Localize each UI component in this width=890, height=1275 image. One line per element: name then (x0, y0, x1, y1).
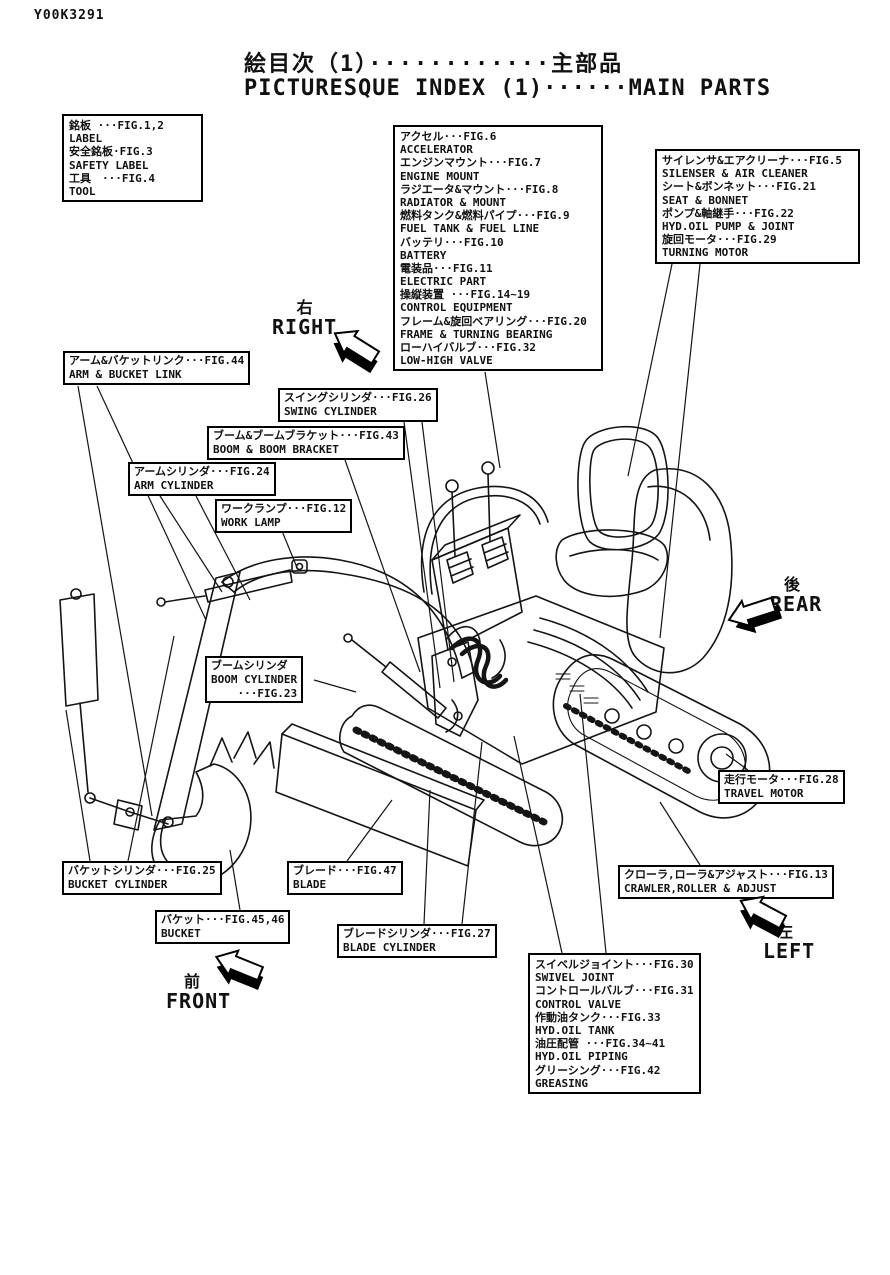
rear-direction-arrow-icon (727, 596, 783, 634)
front-direction-arrow-icon (214, 949, 265, 990)
right-direction-arrow-icon (333, 329, 381, 374)
arm-cylinder (156, 569, 293, 607)
document-code: Y00K3291 (34, 8, 105, 23)
swing-post (431, 641, 479, 737)
control-console (420, 461, 549, 651)
blade (275, 723, 485, 867)
left-direction-arrow-icon (739, 895, 788, 938)
direction-rear: 後 REAR (770, 575, 823, 616)
boom-cylinder (343, 633, 447, 719)
hydraulic-hoses (445, 625, 509, 733)
work-lamp (291, 559, 308, 574)
bonnet (626, 468, 733, 674)
seat (555, 425, 669, 598)
page-title-japanese: 絵目次（1）············主部品 (244, 52, 624, 77)
bucket-cylinder (59, 588, 99, 804)
page-title-english: PICTURESQUE INDEX (1)······MAIN PARTS (244, 76, 772, 101)
bucket-link (89, 797, 169, 831)
front-track (339, 704, 564, 847)
direction-front: 前 FRONT (166, 972, 232, 1013)
direction-right: 右 RIGHT (272, 298, 338, 339)
